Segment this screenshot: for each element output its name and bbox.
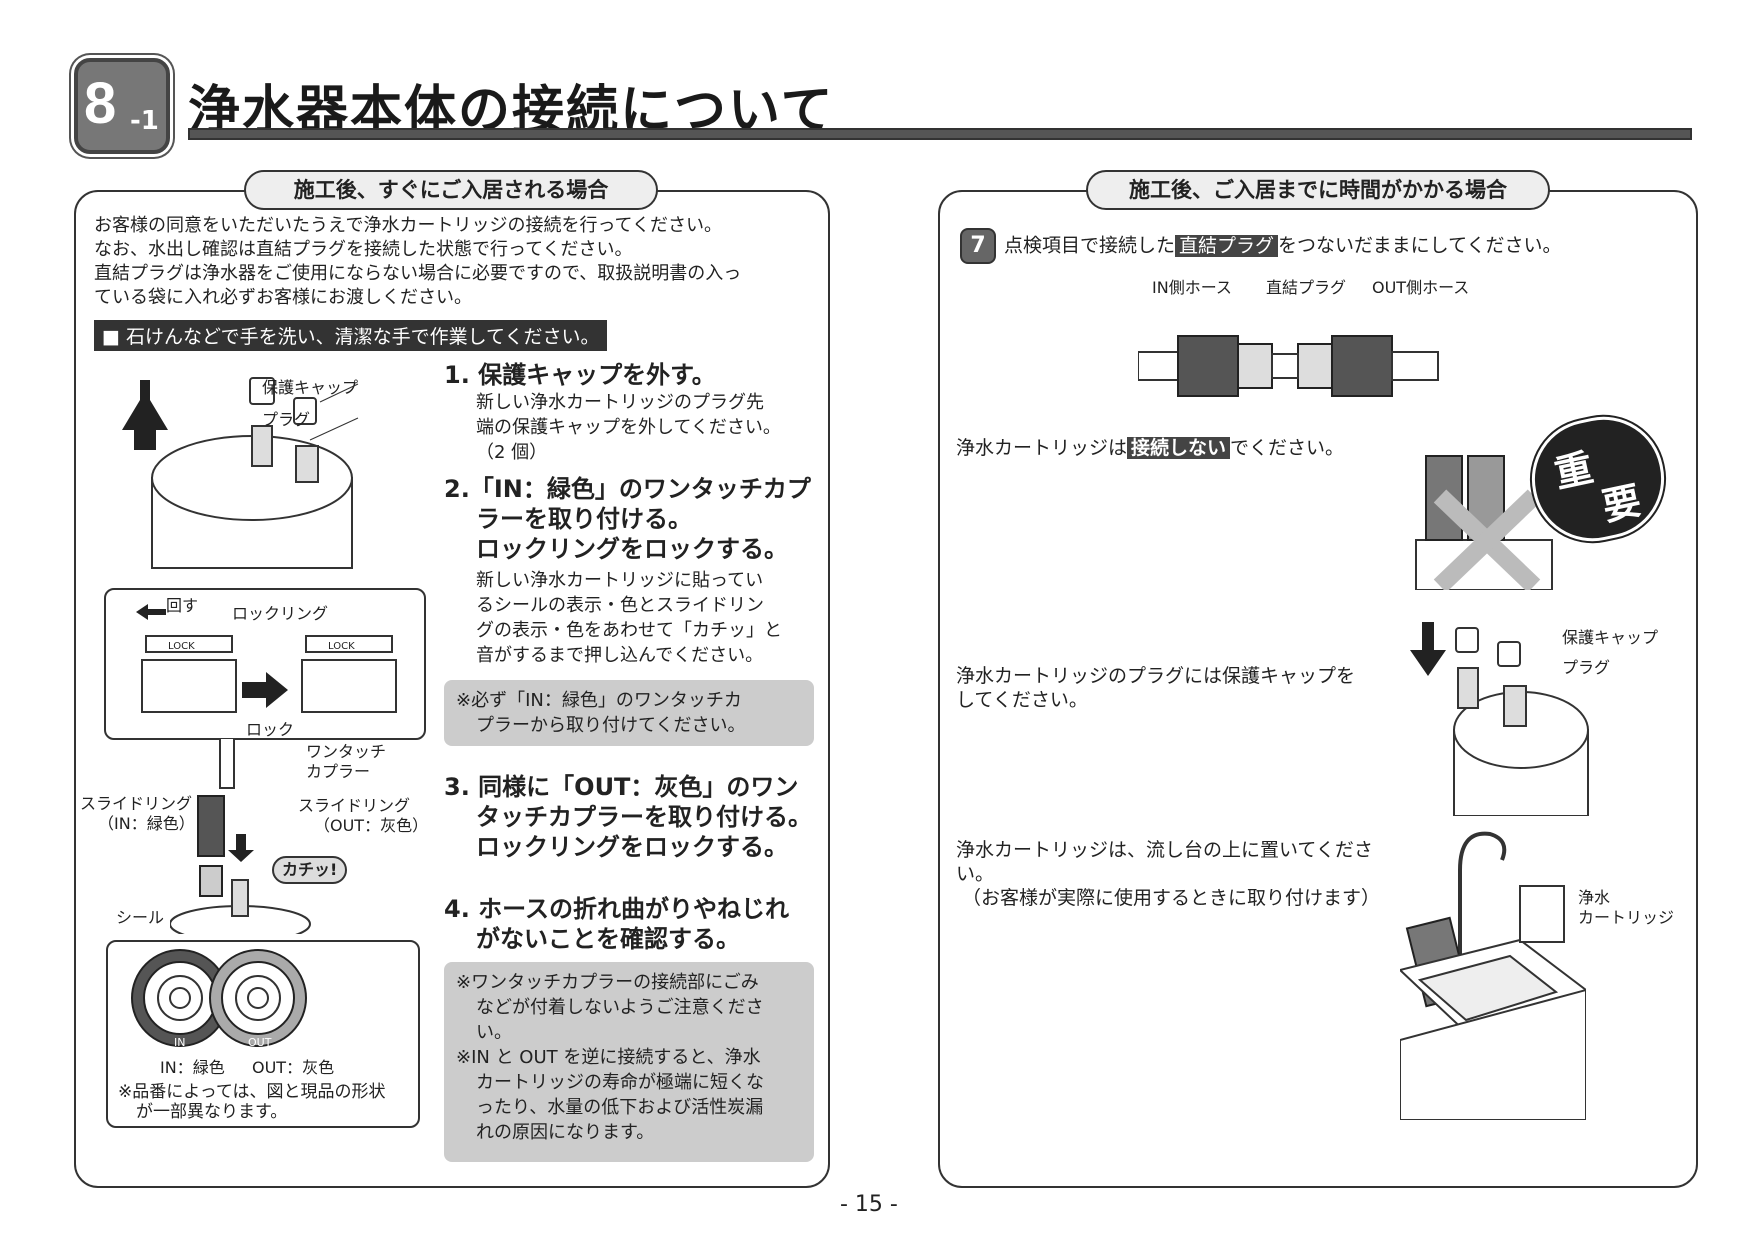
up-arrow-icon [122, 380, 168, 450]
direct-plug-illustration [1138, 335, 1439, 397]
do-not-connect-illustration [1415, 455, 1553, 590]
lockring-label: ロックリング [232, 604, 329, 623]
left-panel-heading: 施工後、すぐにご入居される場合 [244, 170, 658, 210]
cap-instruction-text: 浄水カートリッジのプラグには保護キャップを してください。 [956, 665, 1356, 711]
svg-text:LOCK: LOCK [168, 641, 195, 652]
coupler-label-1: ワンタッチ [306, 742, 387, 761]
down-arrow-icon [228, 834, 254, 862]
turn-arrow-icon [136, 604, 148, 620]
seal-label: シール [116, 908, 165, 927]
intro-line: 直結プラグは浄水器をご使用にならない場合に必要ですので、取扱説明書の入っ [94, 263, 742, 284]
right-cap-label: 保護キャップ [1562, 628, 1659, 647]
slide-out-label-2: （OUT：灰色） [314, 816, 429, 835]
svg-text:IN: IN [174, 1036, 185, 1049]
slide-out-label-1: スライドリング [298, 796, 411, 815]
section-number: 8 [84, 71, 117, 136]
intro-line: なお、水出し確認は直結プラグを接続した状態で行ってください。 [94, 239, 633, 260]
coupler-label-2: カプラー [306, 762, 371, 781]
page-number: - 15 - [840, 1192, 898, 1217]
faucet-icon [1458, 831, 1507, 970]
cap-label: 保護キャップ [262, 378, 359, 397]
step-3: 3. 同様に「OUT：灰色」のワン タッチカプラーを取り付ける。 ロックリングを… [444, 773, 812, 861]
section-sub-number: -1 [130, 106, 159, 136]
lockring-detail-box [104, 588, 426, 740]
cartridge-icon [1519, 885, 1565, 943]
slide-in-label-2: （IN：緑色） [98, 814, 195, 833]
do-not-connect-highlight: 接続しない [1127, 437, 1231, 459]
cartridge-caps-illustration [122, 377, 359, 569]
hand-wash-warning: ■ 石けんなどで手を洗い、清潔な手で作業してください。 [94, 320, 608, 351]
step-1: 1. 保護キャップを外す。 新しい浄水カートリッジのプラグ先 端の保護キャップを… [444, 361, 781, 463]
shape-caution: ※品番によっては、図と現品の形状 が一部異なります。 [118, 1082, 386, 1122]
in-hose-label: IN側ホース [1152, 278, 1232, 297]
direct-plug-label: 直結プラグ [1266, 278, 1347, 297]
note-coupler-care: ※ワンタッチカプラーの接続部にごみ などが付着しないようご注意くださ い。 ※I… [444, 962, 814, 1162]
intro-line: お客様の同意をいただいたうえで浄水カートリッジの接続を行ってください。 [94, 215, 723, 236]
right-cartridge-illustration [1410, 622, 1589, 816]
do-not-connect-text: 浄水カートリッジは接続しないでください。 [956, 437, 1345, 459]
plug-label: プラグ [262, 410, 311, 429]
step-4: 4. ホースの折れ曲がりやねじれ がないことを確認する。 [444, 895, 789, 953]
coupler-illustration [170, 738, 311, 934]
click-sound-label: カチッ! [272, 856, 348, 884]
down-arrow-icon [1410, 622, 1446, 676]
cartridge-label-1: 浄水 [1578, 888, 1611, 907]
step-2: 2.「IN：緑色」のワンタッチカプ ラーを取り付ける。 ロックリングをロックする… [444, 475, 811, 666]
intro-line: ている袋に入れ必ずお客様にお渡しください。 [94, 287, 472, 308]
direct-plug-highlight: 直結プラグ [1175, 234, 1279, 257]
section-number-badge: 8 -1 [74, 58, 170, 154]
right-panel-heading: 施工後、ご入居までに時間がかかる場合 [1086, 170, 1550, 210]
step-7-number: 7 [960, 228, 996, 264]
turn-label: 回す [166, 596, 199, 615]
seal-illustration: IN OUT [131, 949, 307, 1049]
svg-text:LOCK: LOCK [328, 641, 355, 652]
in-green-label: IN：緑色 [160, 1058, 225, 1077]
sink-illustration [1400, 831, 1586, 1120]
left-intro: お客様の同意をいただいたうえで浄水カートリッジの接続を行ってください。 なお、水… [94, 214, 814, 310]
placement-text: 浄水カートリッジは、流し台の上に置いてくださ い。 （お客様が実際に使用するとき… [956, 839, 1381, 909]
slide-in-label-1: スライドリング [80, 794, 193, 813]
title-underline [188, 128, 1692, 140]
seal-detail-box [106, 940, 420, 1128]
out-gray-label: OUT：灰色 [252, 1058, 335, 1077]
right-arrow-icon [242, 672, 288, 708]
lock-label: ロック [246, 720, 295, 739]
svg-text:OUT: OUT [248, 1036, 272, 1049]
out-hose-label: OUT側ホース [1372, 278, 1470, 297]
lockring-illustration: LOCK LOCK [136, 604, 397, 713]
note-in-first: ※必ず「IN：緑色」のワンタッチカ プラーから取り付けてください。 [444, 680, 814, 746]
right-plug-label: プラグ [1562, 658, 1611, 677]
cartridge-label-2: カートリッジ [1578, 908, 1675, 927]
